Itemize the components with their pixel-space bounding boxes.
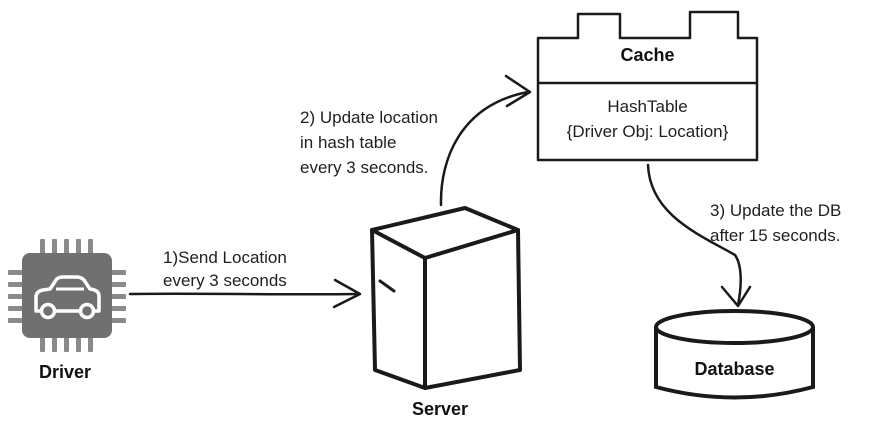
car-chip-icon	[8, 239, 126, 352]
edge3-label-line1: 3) Update the DB	[710, 201, 842, 220]
car-wheel-right	[78, 302, 96, 320]
cache-content-line1: HashTable	[607, 97, 688, 116]
arrow-cache-to-database	[646, 163, 752, 308]
driver-label: Driver	[38, 362, 92, 382]
edge2-label-line2: in hash table	[300, 133, 397, 152]
edge1-label-line1: 1)Send Location	[163, 248, 287, 267]
cache-content-line2: {Driver Obj: Location}	[566, 122, 729, 141]
car-wheel-left	[39, 302, 57, 320]
car-body	[34, 275, 101, 313]
server-slot	[378, 279, 396, 293]
cache-box	[536, 10, 759, 162]
arrow-driver-to-server	[128, 278, 362, 309]
arrow-server-to-cache	[439, 74, 532, 207]
server-right-face	[423, 228, 522, 390]
edge2-label-line3: every 3 seconds.	[300, 158, 429, 177]
edge3-label-line2: after 15 seconds.	[710, 226, 841, 245]
server-left-face	[370, 228, 427, 390]
server-top-face	[370, 206, 520, 260]
database-label: Database	[694, 359, 775, 379]
cache-title: Cache	[620, 45, 675, 65]
chip-pins	[8, 239, 126, 352]
edge2-label-line1: 2) Update location	[300, 108, 438, 127]
database-cylinder	[654, 309, 815, 400]
server-label: Server	[411, 399, 469, 419]
edge1-label-line2: every 3 seconds	[163, 271, 287, 290]
server-icon	[370, 206, 522, 390]
